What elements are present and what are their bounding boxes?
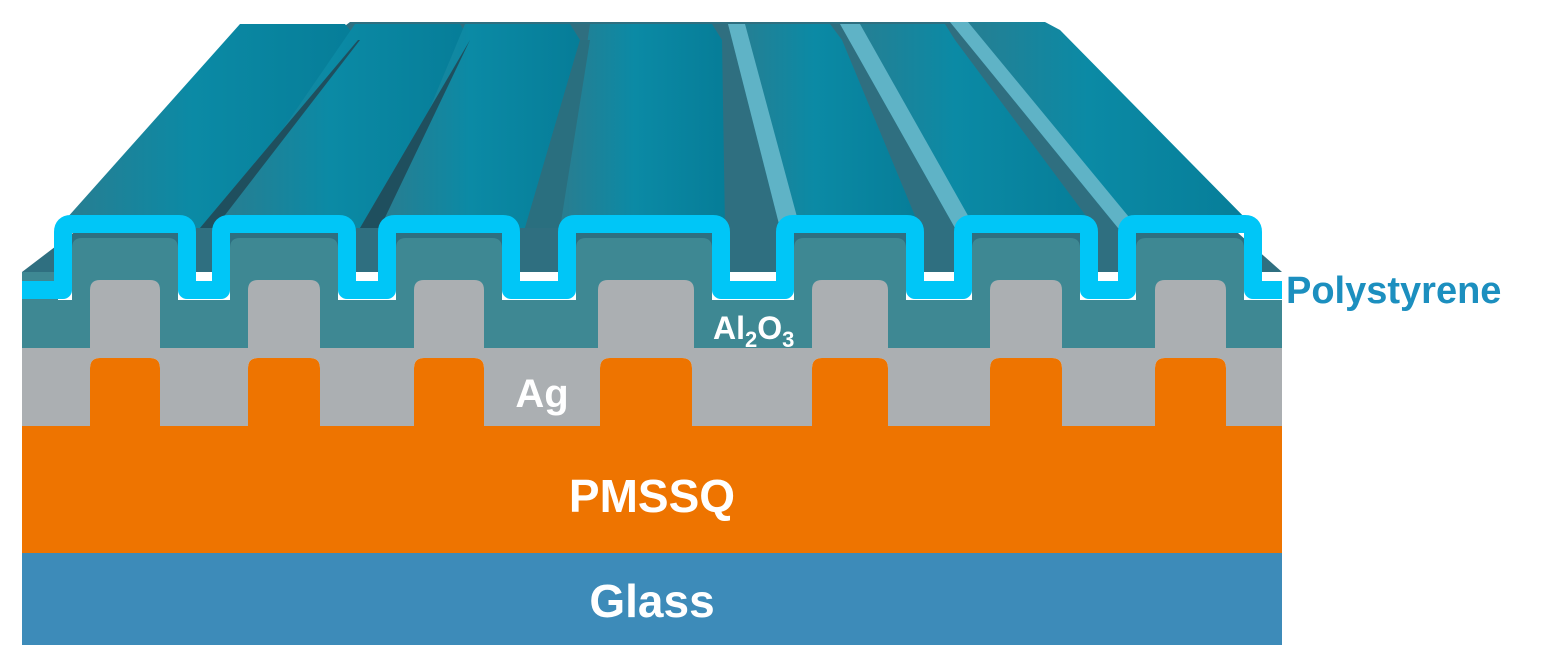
ridge-6 xyxy=(840,24,1095,228)
glass-label: Glass xyxy=(589,575,714,627)
ridge-7-highlight xyxy=(950,22,1138,228)
al2o3-label-o: O xyxy=(757,310,782,346)
ridge-1-shadow xyxy=(200,40,360,228)
ag-layer xyxy=(22,280,1282,426)
grating-perspective xyxy=(22,22,1282,272)
pmssq-layer xyxy=(22,358,1282,553)
al2o3-label-sub1: 2 xyxy=(745,327,757,352)
ridge-4 xyxy=(560,24,725,228)
ridge-2 xyxy=(215,24,470,228)
al2o3-label-sub2: 3 xyxy=(782,327,794,352)
polystyrene-label: Polystyrene xyxy=(1286,270,1501,312)
ag-bumps xyxy=(90,280,1226,300)
grating-ridges xyxy=(58,22,1255,228)
ridge-3-shadow xyxy=(525,40,590,228)
polystyrene-layer xyxy=(22,215,1282,299)
al2o3-label: Al2O3 xyxy=(713,310,794,352)
glass-layer xyxy=(22,553,1282,645)
ridge-5-highlight xyxy=(728,24,800,228)
al2o3-label-al: Al xyxy=(713,310,745,346)
ridge-6-highlight xyxy=(840,24,975,228)
ridge-7 xyxy=(950,22,1255,228)
al2o3-bumps xyxy=(72,238,1244,300)
ridge-2-shadow xyxy=(360,40,470,228)
ag-label: Ag xyxy=(515,372,568,416)
cross-section xyxy=(22,215,1282,645)
layer-labels: Glass PMSSQ Ag Al2O3 Polystyrene xyxy=(515,270,1501,627)
ridge-3 xyxy=(380,24,580,228)
ridge-1 xyxy=(58,24,358,228)
al2o3-layer xyxy=(22,272,1282,348)
pmssq-label: PMSSQ xyxy=(569,470,735,522)
